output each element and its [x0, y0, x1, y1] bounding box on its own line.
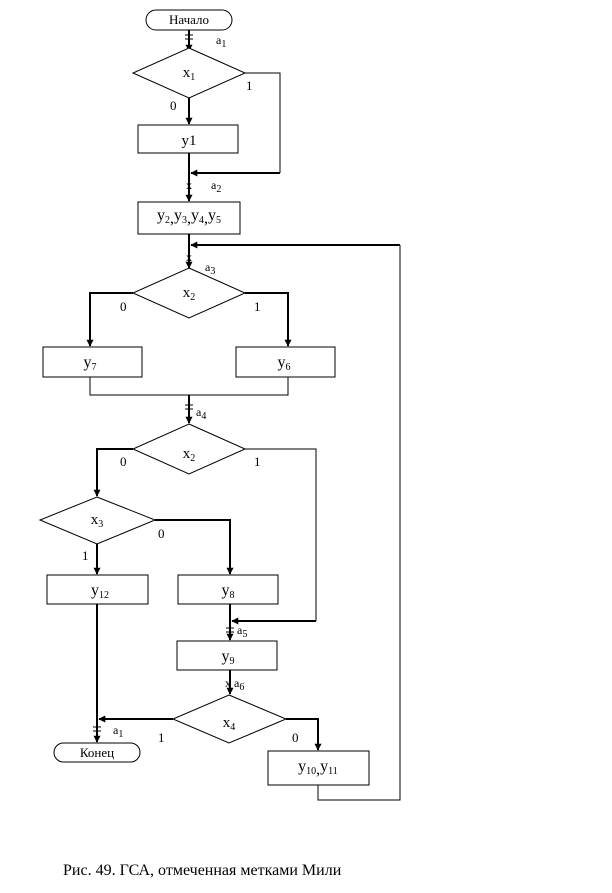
mark-a6: a6: [234, 676, 244, 693]
branch-c2-zero: 0: [120, 299, 127, 314]
cond-x2-second: x2: [131, 423, 247, 475]
branch-c4-zero: 0: [158, 526, 165, 541]
tick-a4: [185, 404, 193, 410]
edge-c3-right: [245, 448, 317, 621]
op-y1011-label: y10,y11: [298, 758, 338, 778]
cross-a2: x: [186, 178, 192, 192]
op-y1: y1: [137, 124, 239, 154]
end-terminal: Конец: [53, 742, 141, 763]
mark-a1-top: a1: [216, 33, 226, 50]
tick-a5: [226, 627, 234, 633]
cond-x2-first-label: x2: [183, 285, 196, 303]
cond-x3-label: x3: [91, 512, 104, 530]
start-label: Начало: [169, 12, 209, 27]
mark-a5: a5: [237, 623, 247, 640]
cond-x2-first: x2: [131, 267, 247, 319]
op-y1-label: y1: [182, 133, 197, 149]
tick-a1-end: [93, 726, 101, 732]
connectors: [86, 30, 401, 801]
op-y7-label: y7: [84, 354, 97, 373]
edge-merge-y7-y6: [89, 377, 289, 396]
edge-c2-y7: [86, 292, 133, 347]
end-label: Конец: [80, 745, 114, 760]
op-y12: y12: [46, 574, 149, 605]
mark-a1-end: a1: [113, 723, 123, 740]
op-y2345-label: y2,y3,y4,y5: [157, 207, 221, 227]
state-marks: a1 a2 a3 a4 a5 a6 a1: [113, 33, 247, 740]
branch-c3-one: 1: [254, 454, 261, 469]
edge-c2-y6: [245, 292, 292, 347]
branch-labels: 0 1 0 1 0 1 0 1 0 1: [82, 78, 299, 745]
op-y9-label: y9: [222, 648, 235, 667]
op-y6: y6: [235, 346, 336, 378]
branch-c3-zero: 0: [120, 454, 127, 469]
branch-c5-one: 1: [158, 730, 165, 745]
tick-a1-top: [185, 34, 193, 40]
branch-c1-one: 1: [246, 78, 253, 93]
op-y2345: y2,y3,y4,y5: [137, 201, 241, 235]
cond-x3: x3: [38, 496, 157, 545]
cond-x1: x1: [131, 47, 247, 99]
mark-a3: a3: [205, 260, 215, 277]
cross-a3: x: [186, 250, 192, 264]
cross-ticks: [93, 34, 234, 732]
cond-x4: x4: [171, 694, 288, 744]
edge-loop-up: [317, 245, 401, 801]
op-y7: y7: [42, 346, 143, 378]
branch-c2-one: 1: [254, 299, 261, 314]
edge-c3-c4: [93, 448, 133, 497]
cond-x2-second-label: x2: [183, 446, 196, 464]
mark-a4: a4: [196, 405, 206, 422]
op-y12-label: y12: [91, 582, 109, 601]
op-y1011: y10,y11: [267, 750, 370, 786]
cond-x1-label: x1: [183, 65, 196, 83]
cond-x4-label: x4: [223, 715, 236, 733]
op-y9: y9: [176, 640, 278, 671]
op-y8: y8: [177, 574, 279, 605]
edge-c4-y8: [155, 519, 234, 575]
cross-a6: x: [225, 676, 231, 690]
edge-c5-y1011: [286, 718, 322, 751]
edge-c1-bypass: [245, 72, 281, 173]
op-y8-label: y8: [222, 582, 235, 601]
start-terminal: Начало: [145, 9, 233, 31]
cross-glyphs: x x x: [186, 178, 231, 690]
branch-c1-zero: 0: [170, 98, 177, 113]
mark-a2: a2: [211, 178, 221, 195]
figure-caption: Рис. 49. ГСА, отмеченная метками Мили: [63, 862, 342, 879]
branch-c4-one: 1: [82, 548, 89, 563]
op-y6-label: y6: [278, 354, 291, 373]
branch-c5-zero: 0: [292, 730, 299, 745]
